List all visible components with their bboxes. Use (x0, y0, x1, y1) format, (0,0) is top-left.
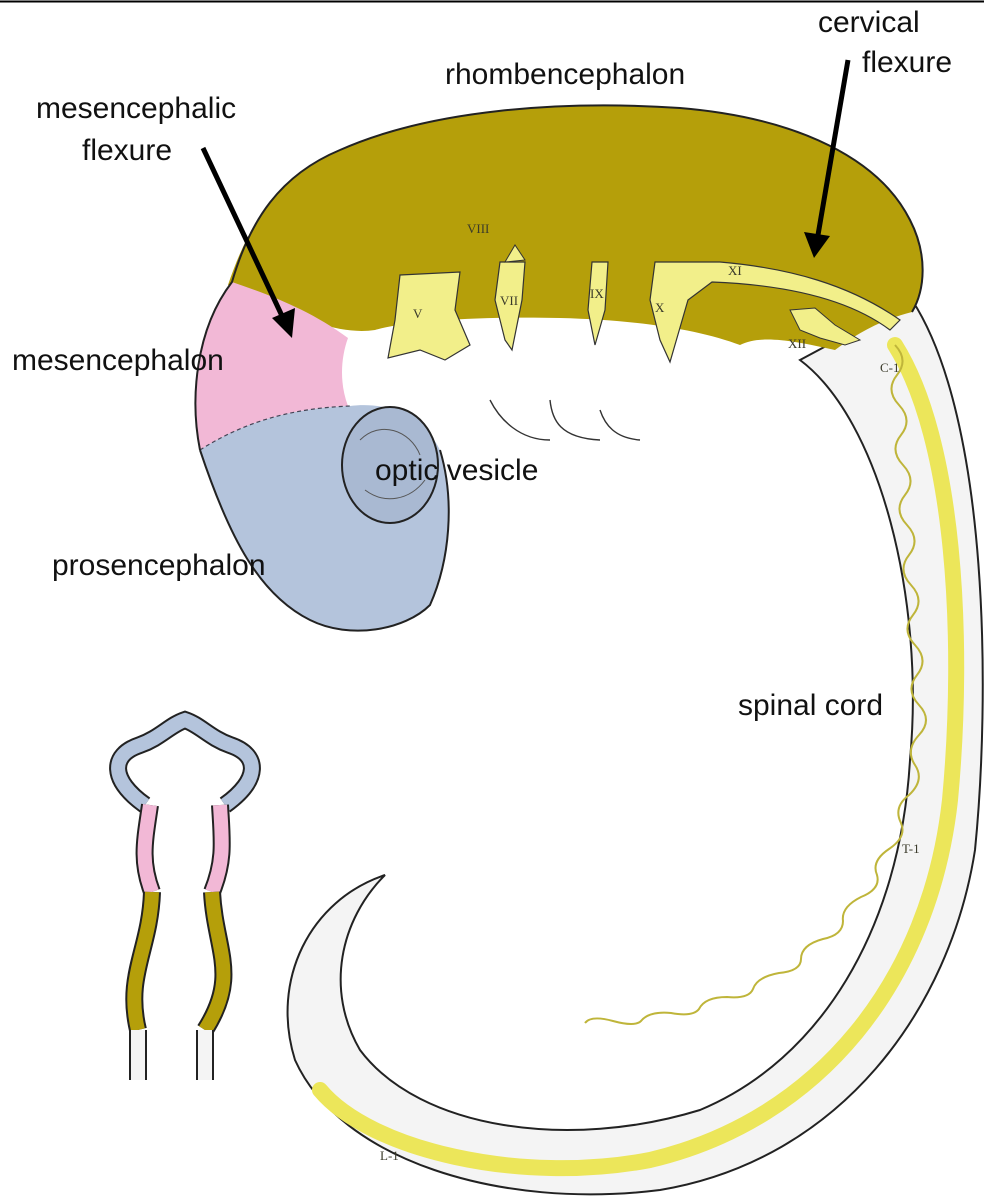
nerve-label-VIII: VIII (467, 221, 489, 236)
label-rhombencephalon: rhombencephalon (445, 58, 685, 91)
nerve-IX-shape (588, 262, 608, 345)
segment-label-T1: T-1 (902, 841, 920, 856)
nerve-label-XII: XII (788, 336, 806, 351)
label-spinal-cord: spinal cord (738, 689, 883, 722)
nerve-label-X: X (655, 300, 665, 315)
segment-label-L1: L-1 (380, 1148, 399, 1163)
label-mesencephalon: mesencephalon (12, 344, 224, 377)
nerve-V-shape (388, 272, 470, 360)
nerve-label-V: V (413, 306, 423, 321)
label-mesencephalic-flexure-line1: mesencephalic (36, 92, 236, 125)
label-cervical-flexure-line2: flexure (862, 46, 952, 79)
neural-tube-inset (118, 720, 252, 1080)
label-mesencephalic-flexure-line2: flexure (82, 134, 172, 167)
segment-label-C1: C-1 (880, 360, 900, 375)
label-optic-vesicle: optic vesicle (375, 454, 538, 487)
label-cervical-flexure-line1: cervical (818, 6, 920, 39)
nerve-label-VII: VII (500, 293, 518, 308)
pharyngeal-arches (490, 400, 640, 440)
nerve-label-IX: IX (590, 286, 604, 301)
label-prosencephalon: prosencephalon (52, 549, 266, 582)
nerve-label-XI: XI (728, 263, 742, 278)
